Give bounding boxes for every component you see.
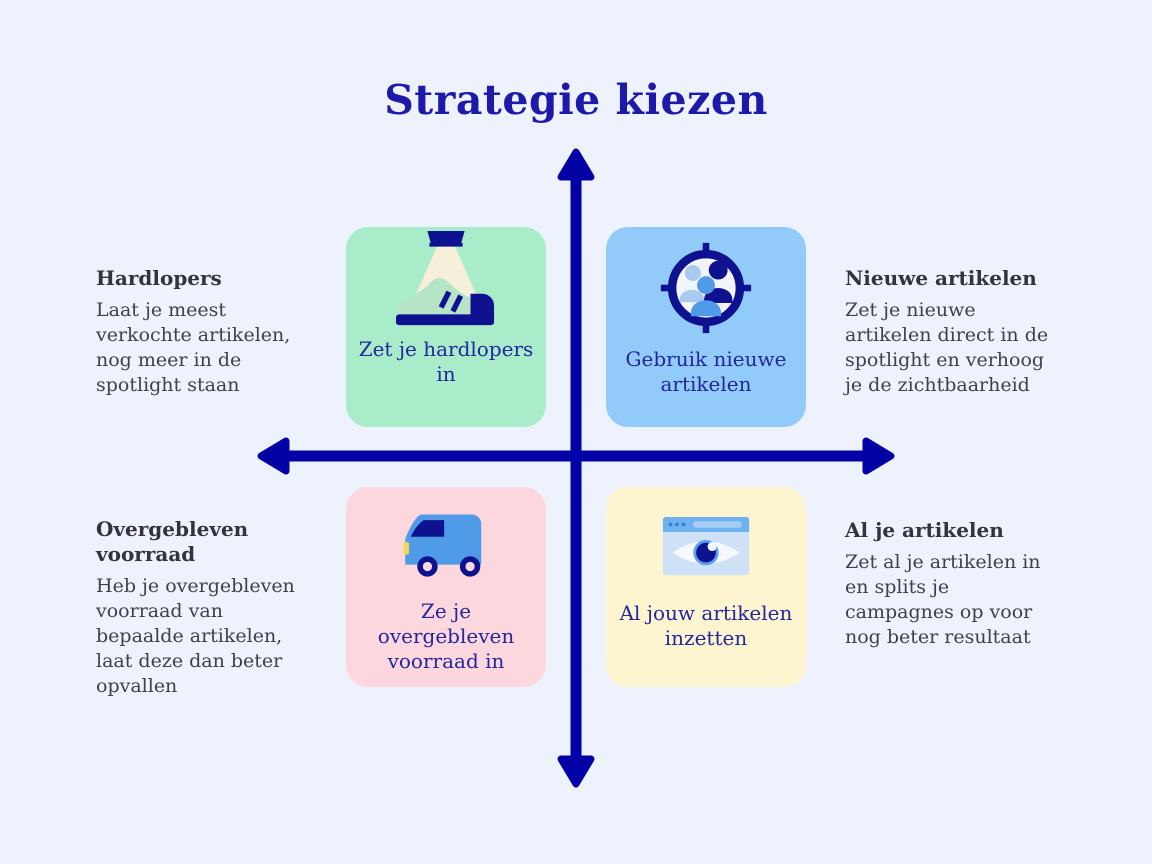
side-note-hardlopers: Hardlopers Laat je meest verkochte artik…: [96, 266, 311, 398]
card-hardlopers: Zet je hardlopers in: [346, 227, 546, 427]
spotlight-shoe-icon: [396, 231, 495, 326]
side-note-description: Heb je overgebleven voorraad van bepaald…: [96, 575, 295, 697]
arrow-down-icon: [557, 755, 595, 788]
card-overgebleven-voorraad: Ze je overgebleven voorraad in: [346, 487, 546, 687]
card-label: Zet je hardlopers in: [358, 337, 534, 386]
side-note-heading: Nieuwe artikelen: [845, 266, 1037, 290]
side-note-heading: Hardlopers: [96, 266, 222, 290]
arrow-right-icon: [862, 437, 895, 475]
side-note-nieuwe-artikelen: Nieuwe artikelen Zet je nieuwe artikelen…: [845, 266, 1053, 398]
arrow-up-icon: [557, 148, 595, 181]
side-note-overgebleven-voorraad: Overgebleven voorraad Heb je overgebleve…: [96, 517, 311, 698]
arrow-left-icon: [257, 437, 290, 475]
side-note-al-je-artikelen: Al je artikelen Zet al je artikelen in e…: [845, 518, 1053, 650]
side-note-heading: Al je artikelen: [845, 518, 1004, 542]
card-label: Al jouw artikelen inzetten: [619, 601, 793, 650]
side-note-description: Zet je nieuwe artikelen direct in de spo…: [845, 299, 1049, 396]
page-title: Strategie kiezen: [384, 76, 768, 124]
side-note-heading: Overgebleven voorraad: [96, 517, 249, 566]
card-nieuwe-artikelen: Gebruik nieuwe artikelen: [606, 227, 806, 427]
side-note-description: Zet al je artikelen in en splits je camp…: [845, 551, 1041, 648]
side-note-description: Laat je meest verkochte artikelen, nog m…: [96, 299, 291, 396]
card-label: Gebruik nieuwe artikelen: [625, 347, 787, 396]
target-audience-icon: [660, 242, 752, 334]
delivery-van-icon: [403, 514, 482, 577]
card-al-je-artikelen: Al jouw artikelen inzetten: [606, 487, 806, 687]
card-label: Ze je overgebleven voorraad in: [377, 599, 515, 673]
browser-eye-icon: [662, 517, 750, 576]
